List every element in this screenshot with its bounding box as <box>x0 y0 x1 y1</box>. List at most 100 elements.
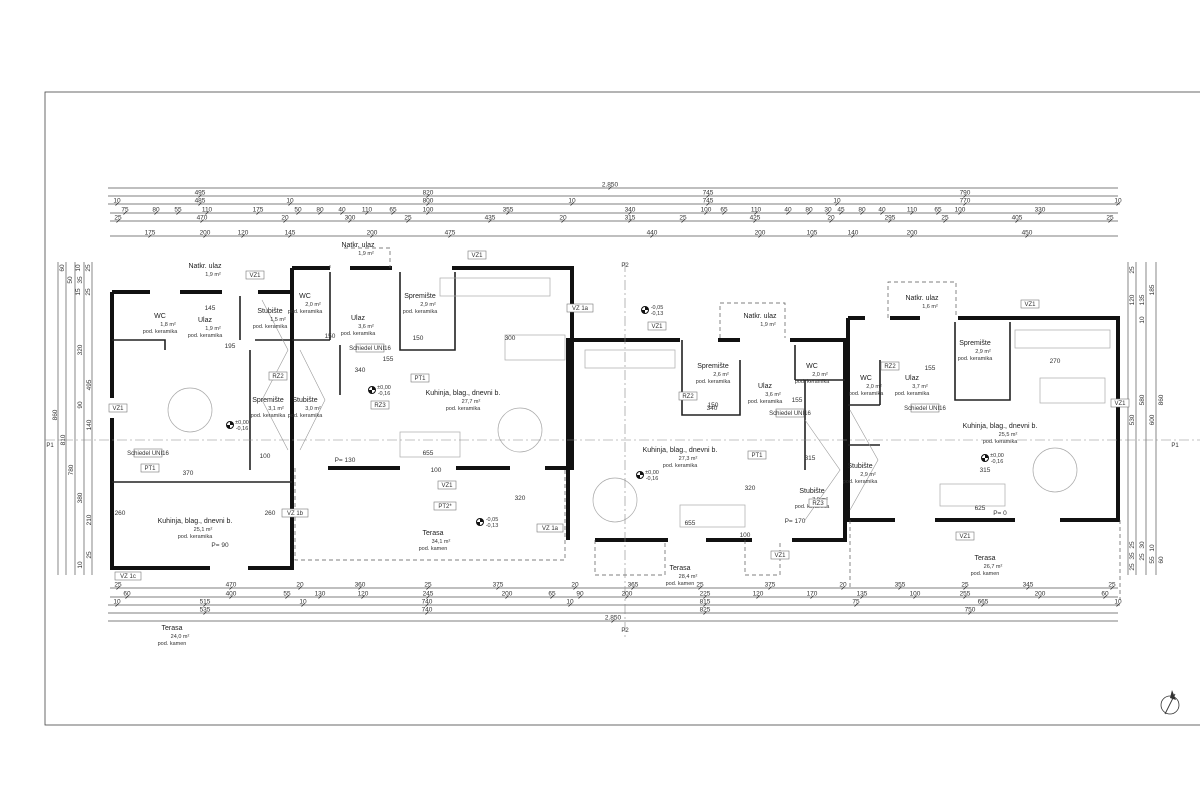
dimension-unit: 740 <box>422 607 433 614</box>
inner-dimension: 260 <box>265 510 276 517</box>
tag-label: VZ 1a <box>572 306 589 312</box>
annotation-tag: VZ1 <box>467 250 487 260</box>
annotation-tag: Schiedel UNI16 <box>127 448 170 458</box>
room-area: 1,9 m² <box>205 272 221 278</box>
room-floor: pod. keramika <box>288 413 323 419</box>
dimension-unit: 495 <box>195 190 206 197</box>
dimension-axis: 450 <box>1022 230 1033 237</box>
annotation-tag: VZ1 <box>955 531 975 541</box>
dimension-wall: 425 <box>750 215 761 222</box>
room-floor: pod. keramika <box>895 391 930 397</box>
inner-dimension: 655 <box>423 450 434 457</box>
annotation-tag: VZ 1c <box>114 571 142 581</box>
dimension-opening: 135 <box>857 591 868 598</box>
room-floor: pod. keramika <box>446 406 481 412</box>
dimension-wall: 25 <box>941 215 949 222</box>
dimension-vertical: 185 <box>1149 284 1156 295</box>
dimension-axis: 200 <box>367 230 378 237</box>
dimension-unit-inner: 10 <box>1114 198 1122 205</box>
inner-dimension: 100 <box>740 532 751 539</box>
inner-dimension: 195 <box>225 343 236 350</box>
level-bottom: -0,13 <box>651 311 664 317</box>
dimension-opening: 65 <box>548 591 556 598</box>
dimension-vertical: 10 <box>1149 544 1156 552</box>
dimension-wall: 20 <box>559 215 567 222</box>
dimension-vertical: 25 <box>85 288 92 296</box>
north-arrow-icon <box>1160 690 1180 715</box>
dimension-vertical: 25 <box>1129 563 1136 571</box>
room-name: Spremište <box>404 293 436 300</box>
dimension-vertical: 35 <box>1129 552 1136 560</box>
room-floor: pod. keramika <box>253 324 288 330</box>
dimension-opening: 110 <box>362 207 373 214</box>
tag-label: VZ1 <box>959 534 971 540</box>
dimension-opening: 400 <box>226 591 237 598</box>
room-area: 2,9 m² <box>860 472 876 478</box>
dimension-unit-inner: 740 <box>422 599 433 606</box>
dimension-opening: 30 <box>824 207 832 214</box>
annotation-tag: VZ 1b <box>281 508 309 518</box>
dimension-opening: 65 <box>389 207 397 214</box>
dimension-unit-inner: 745 <box>703 198 714 205</box>
dimension-wall: 315 <box>625 215 636 222</box>
room-area: 3,0 m² <box>305 406 321 412</box>
dimension-vertical: 50 <box>67 276 74 284</box>
dimension-vertical: 15 <box>75 288 82 296</box>
dimension-axis: 120 <box>238 230 249 237</box>
dimension-axis: 145 <box>285 230 296 237</box>
room-floor: pod. kamen <box>971 571 1000 577</box>
dimension-vertical: 55 <box>1149 556 1156 564</box>
inner-dimension: 320 <box>515 495 526 502</box>
annotation-tag: VZ1 <box>1020 299 1040 309</box>
dimension-wall: 25 <box>424 582 432 589</box>
dimension-opening: 50 <box>294 207 302 214</box>
level-top: ±0,00 <box>990 453 1004 459</box>
inner-dimension: 155 <box>383 356 394 363</box>
dimension-opening: 80 <box>805 207 813 214</box>
dimension-vertical: 320 <box>77 344 84 355</box>
dimension-wall: 20 <box>571 582 579 589</box>
dimension-unit-inner: 770 <box>960 198 971 205</box>
dimension-unit-inner: 75 <box>852 599 860 606</box>
room-floor: pod. kamen <box>666 581 695 587</box>
dimension-opening: 100 <box>955 207 966 214</box>
tag-label: VZ1 <box>1114 401 1126 407</box>
dimension-vertical: 120 <box>1129 294 1136 305</box>
dimension-axis: 200 <box>755 230 766 237</box>
room-name: Stubište <box>847 463 872 470</box>
level-bottom: -0,16 <box>378 391 391 397</box>
dimension-wall: 25 <box>961 582 969 589</box>
inner-dimension: P= 0 <box>993 510 1007 517</box>
dimension-vertical: 495 <box>86 379 93 390</box>
room-area: 27,7 m² <box>462 399 481 405</box>
dimension-wall: 25 <box>679 215 687 222</box>
inner-dimension: 315 <box>980 467 991 474</box>
dimension-wall: 405 <box>1012 215 1023 222</box>
annotation-tag: VZ1 <box>437 480 457 490</box>
dimension-axis: 200 <box>907 230 918 237</box>
dimension-wall: 20 <box>281 215 289 222</box>
tag-label: RZ2 <box>884 364 896 370</box>
dimension-opening: 225 <box>700 591 711 598</box>
dimension-axis: 140 <box>848 230 859 237</box>
dimension-opening: 245 <box>423 591 434 598</box>
level-top: ±0,00 <box>377 385 391 391</box>
dimension-unit: 790 <box>960 190 971 197</box>
dimension-vertical: 30 <box>1139 541 1146 549</box>
tag-label: PT1 <box>414 376 426 382</box>
tag-label: VZ1 <box>441 483 453 489</box>
room-area: 3,1 m² <box>268 406 284 412</box>
inner-dimension: 625 <box>975 505 986 512</box>
dimension-opening: 170 <box>807 591 818 598</box>
section-marker: P2 <box>621 263 629 269</box>
